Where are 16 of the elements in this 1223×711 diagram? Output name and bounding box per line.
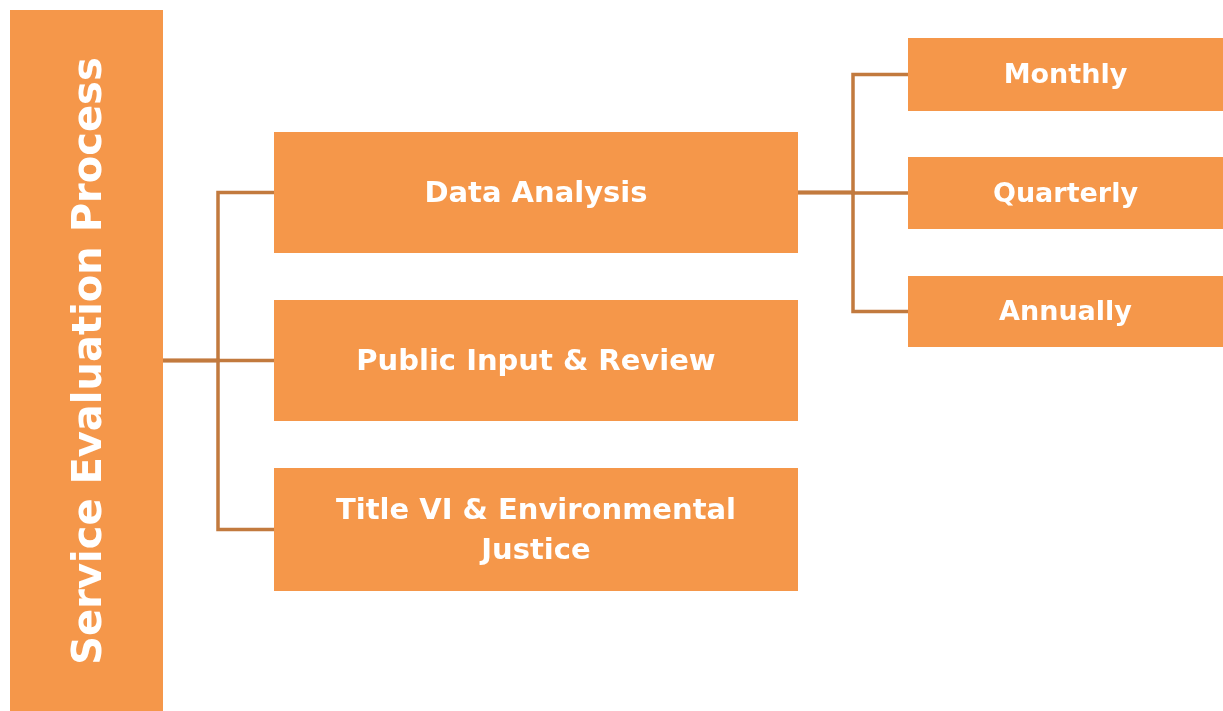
process-box (908, 276, 1223, 347)
process-box (274, 468, 798, 591)
node-label: Data Analysis (424, 173, 648, 211)
node-label: Quarterly (992, 175, 1139, 210)
node-label: Annually (999, 294, 1132, 329)
process-box (274, 132, 798, 253)
process-box (274, 300, 798, 421)
node-label: Monthly (1003, 57, 1128, 92)
process-box (908, 157, 1223, 229)
node-label: Title VI & Environmental Justice (334, 491, 738, 568)
node-label: Public Input & Review (356, 341, 716, 379)
connector-line (798, 190, 908, 314)
connector-line (163, 358, 274, 532)
process-box (908, 38, 1223, 111)
node-label: Service Evaluation Process (62, 56, 111, 665)
process-band (10, 10, 163, 711)
